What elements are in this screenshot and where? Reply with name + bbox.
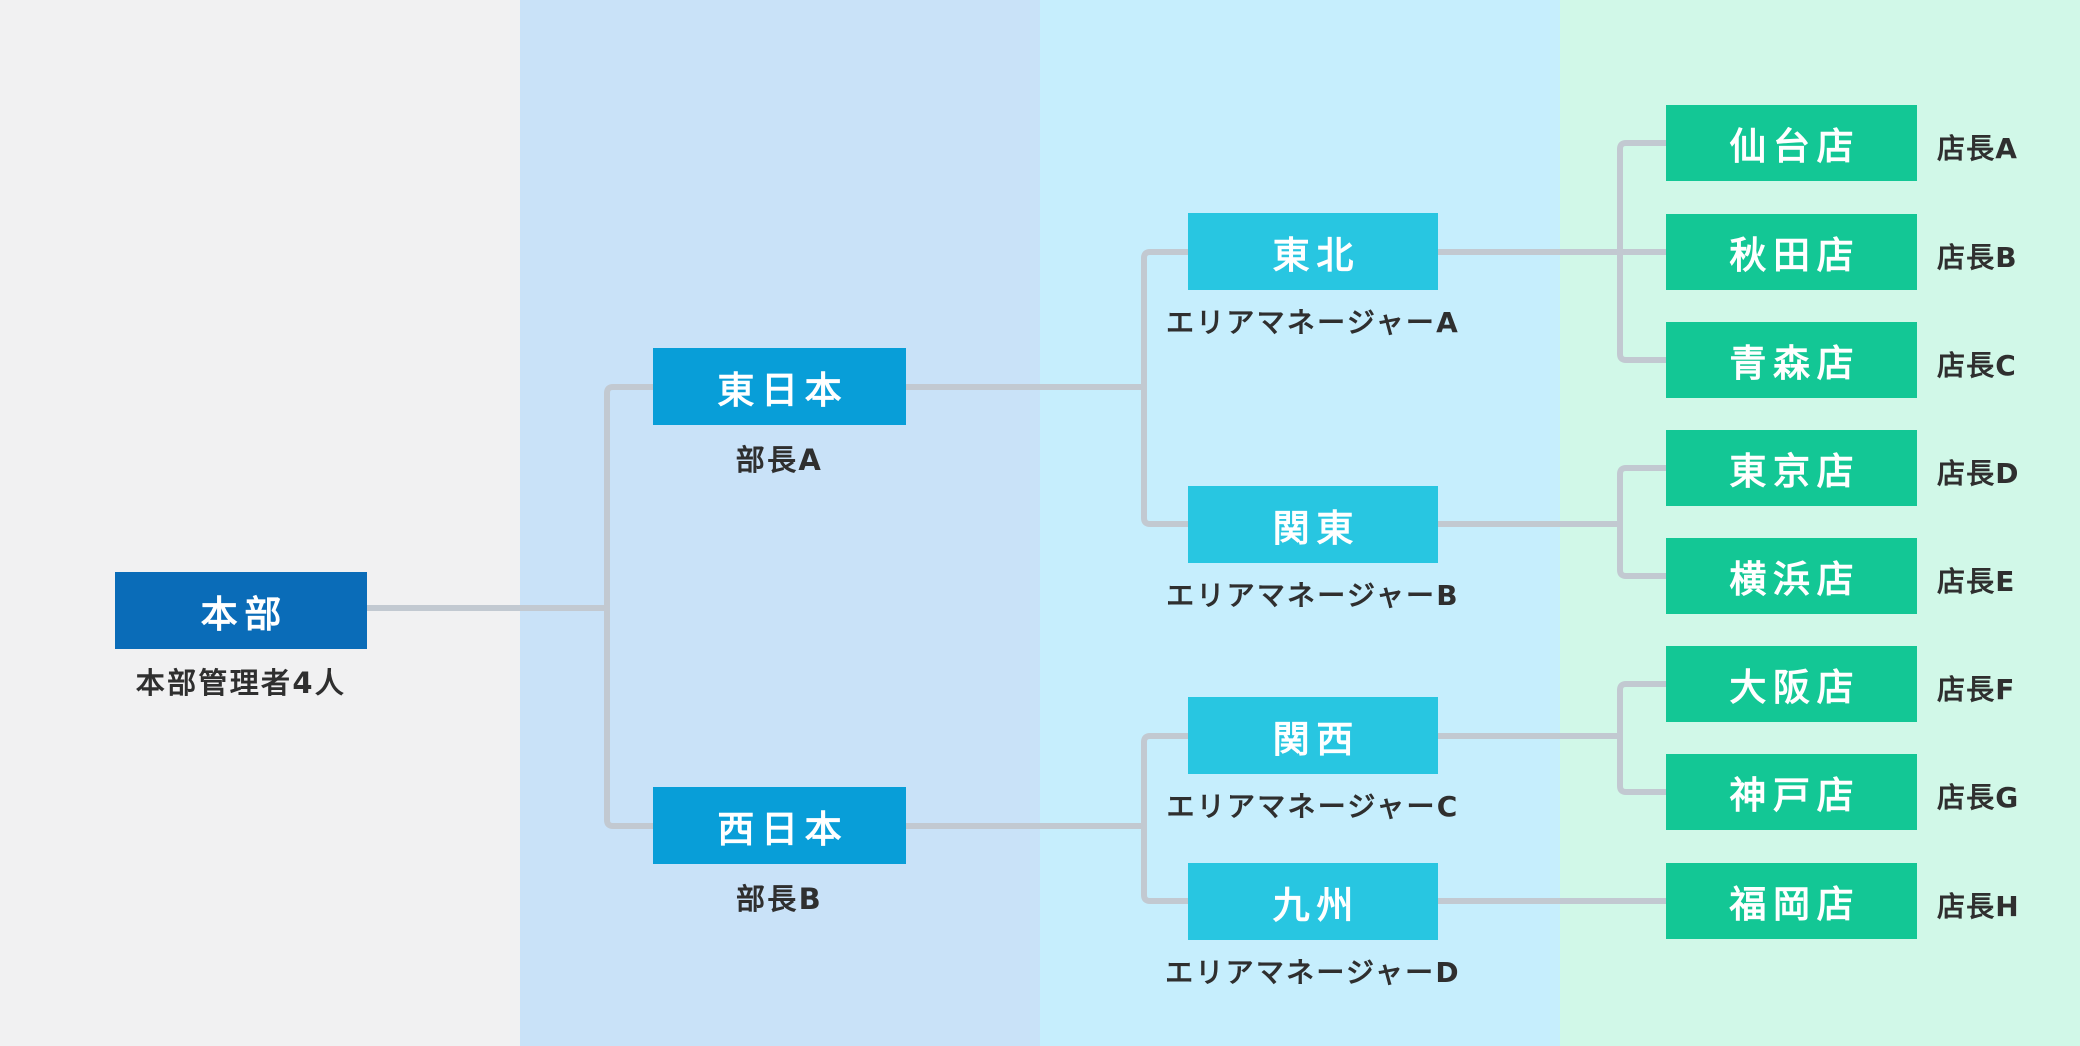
node-store-kobe: 神戸店 — [1666, 754, 1917, 830]
store-manager-label: 店長G — [1937, 781, 2020, 814]
node-store-osaka: 大阪店 — [1666, 646, 1917, 722]
store-manager-label: 店長E — [1937, 565, 2016, 598]
node-hq: 本部 — [115, 572, 367, 649]
node-store-sendai: 仙台店 — [1666, 105, 1917, 181]
band-hq — [0, 0, 520, 1046]
node-store-yokohama: 横浜店 — [1666, 538, 1917, 614]
node-store-akita: 秋田店 — [1666, 214, 1917, 290]
trunk-divisions — [604, 384, 653, 829]
node-division-east: 東日本 — [653, 348, 906, 425]
trunk-kanto-stores — [1617, 465, 1666, 579]
node-store-aomori: 青森店 — [1666, 322, 1917, 398]
node-store-tokyo: 東京店 — [1666, 430, 1917, 506]
trunk-east-areas — [1141, 249, 1188, 527]
node-store-fukuoka: 福岡店 — [1666, 863, 1917, 939]
node-hq-sublabel: 本部管理者4人 — [135, 666, 347, 700]
node-division-west: 西日本 — [653, 787, 906, 864]
trunk-tohoku-stores — [1617, 140, 1666, 363]
store-manager-label: 店長B — [1937, 241, 2018, 274]
node-area-kansai-sublabel: エリアマネージャーC — [1166, 790, 1460, 823]
store-manager-label: 店長A — [1937, 132, 2019, 165]
node-area-kanto: 関東 — [1188, 486, 1438, 563]
trunk-kansai-stores — [1617, 681, 1666, 795]
store-manager-label: 店長D — [1937, 457, 2020, 490]
node-area-kyushu: 九州 — [1188, 863, 1438, 940]
store-manager-label: 店長H — [1937, 890, 2020, 923]
node-division-east-sublabel: 部長A — [735, 443, 824, 477]
node-area-kanto-sublabel: エリアマネージャーB — [1166, 579, 1460, 612]
store-manager-label: 店長C — [1937, 349, 2017, 382]
node-area-tohoku-sublabel: エリアマネージャーA — [1165, 306, 1461, 339]
store-manager-label: 店長F — [1937, 673, 2016, 706]
trunk-west-areas — [1141, 733, 1188, 904]
node-division-west-sublabel: 部長B — [735, 882, 824, 916]
node-area-tohoku: 東北 — [1188, 213, 1438, 290]
node-area-kyushu-sublabel: エリアマネージャーD — [1165, 956, 1461, 989]
node-area-kansai: 関西 — [1188, 697, 1438, 774]
